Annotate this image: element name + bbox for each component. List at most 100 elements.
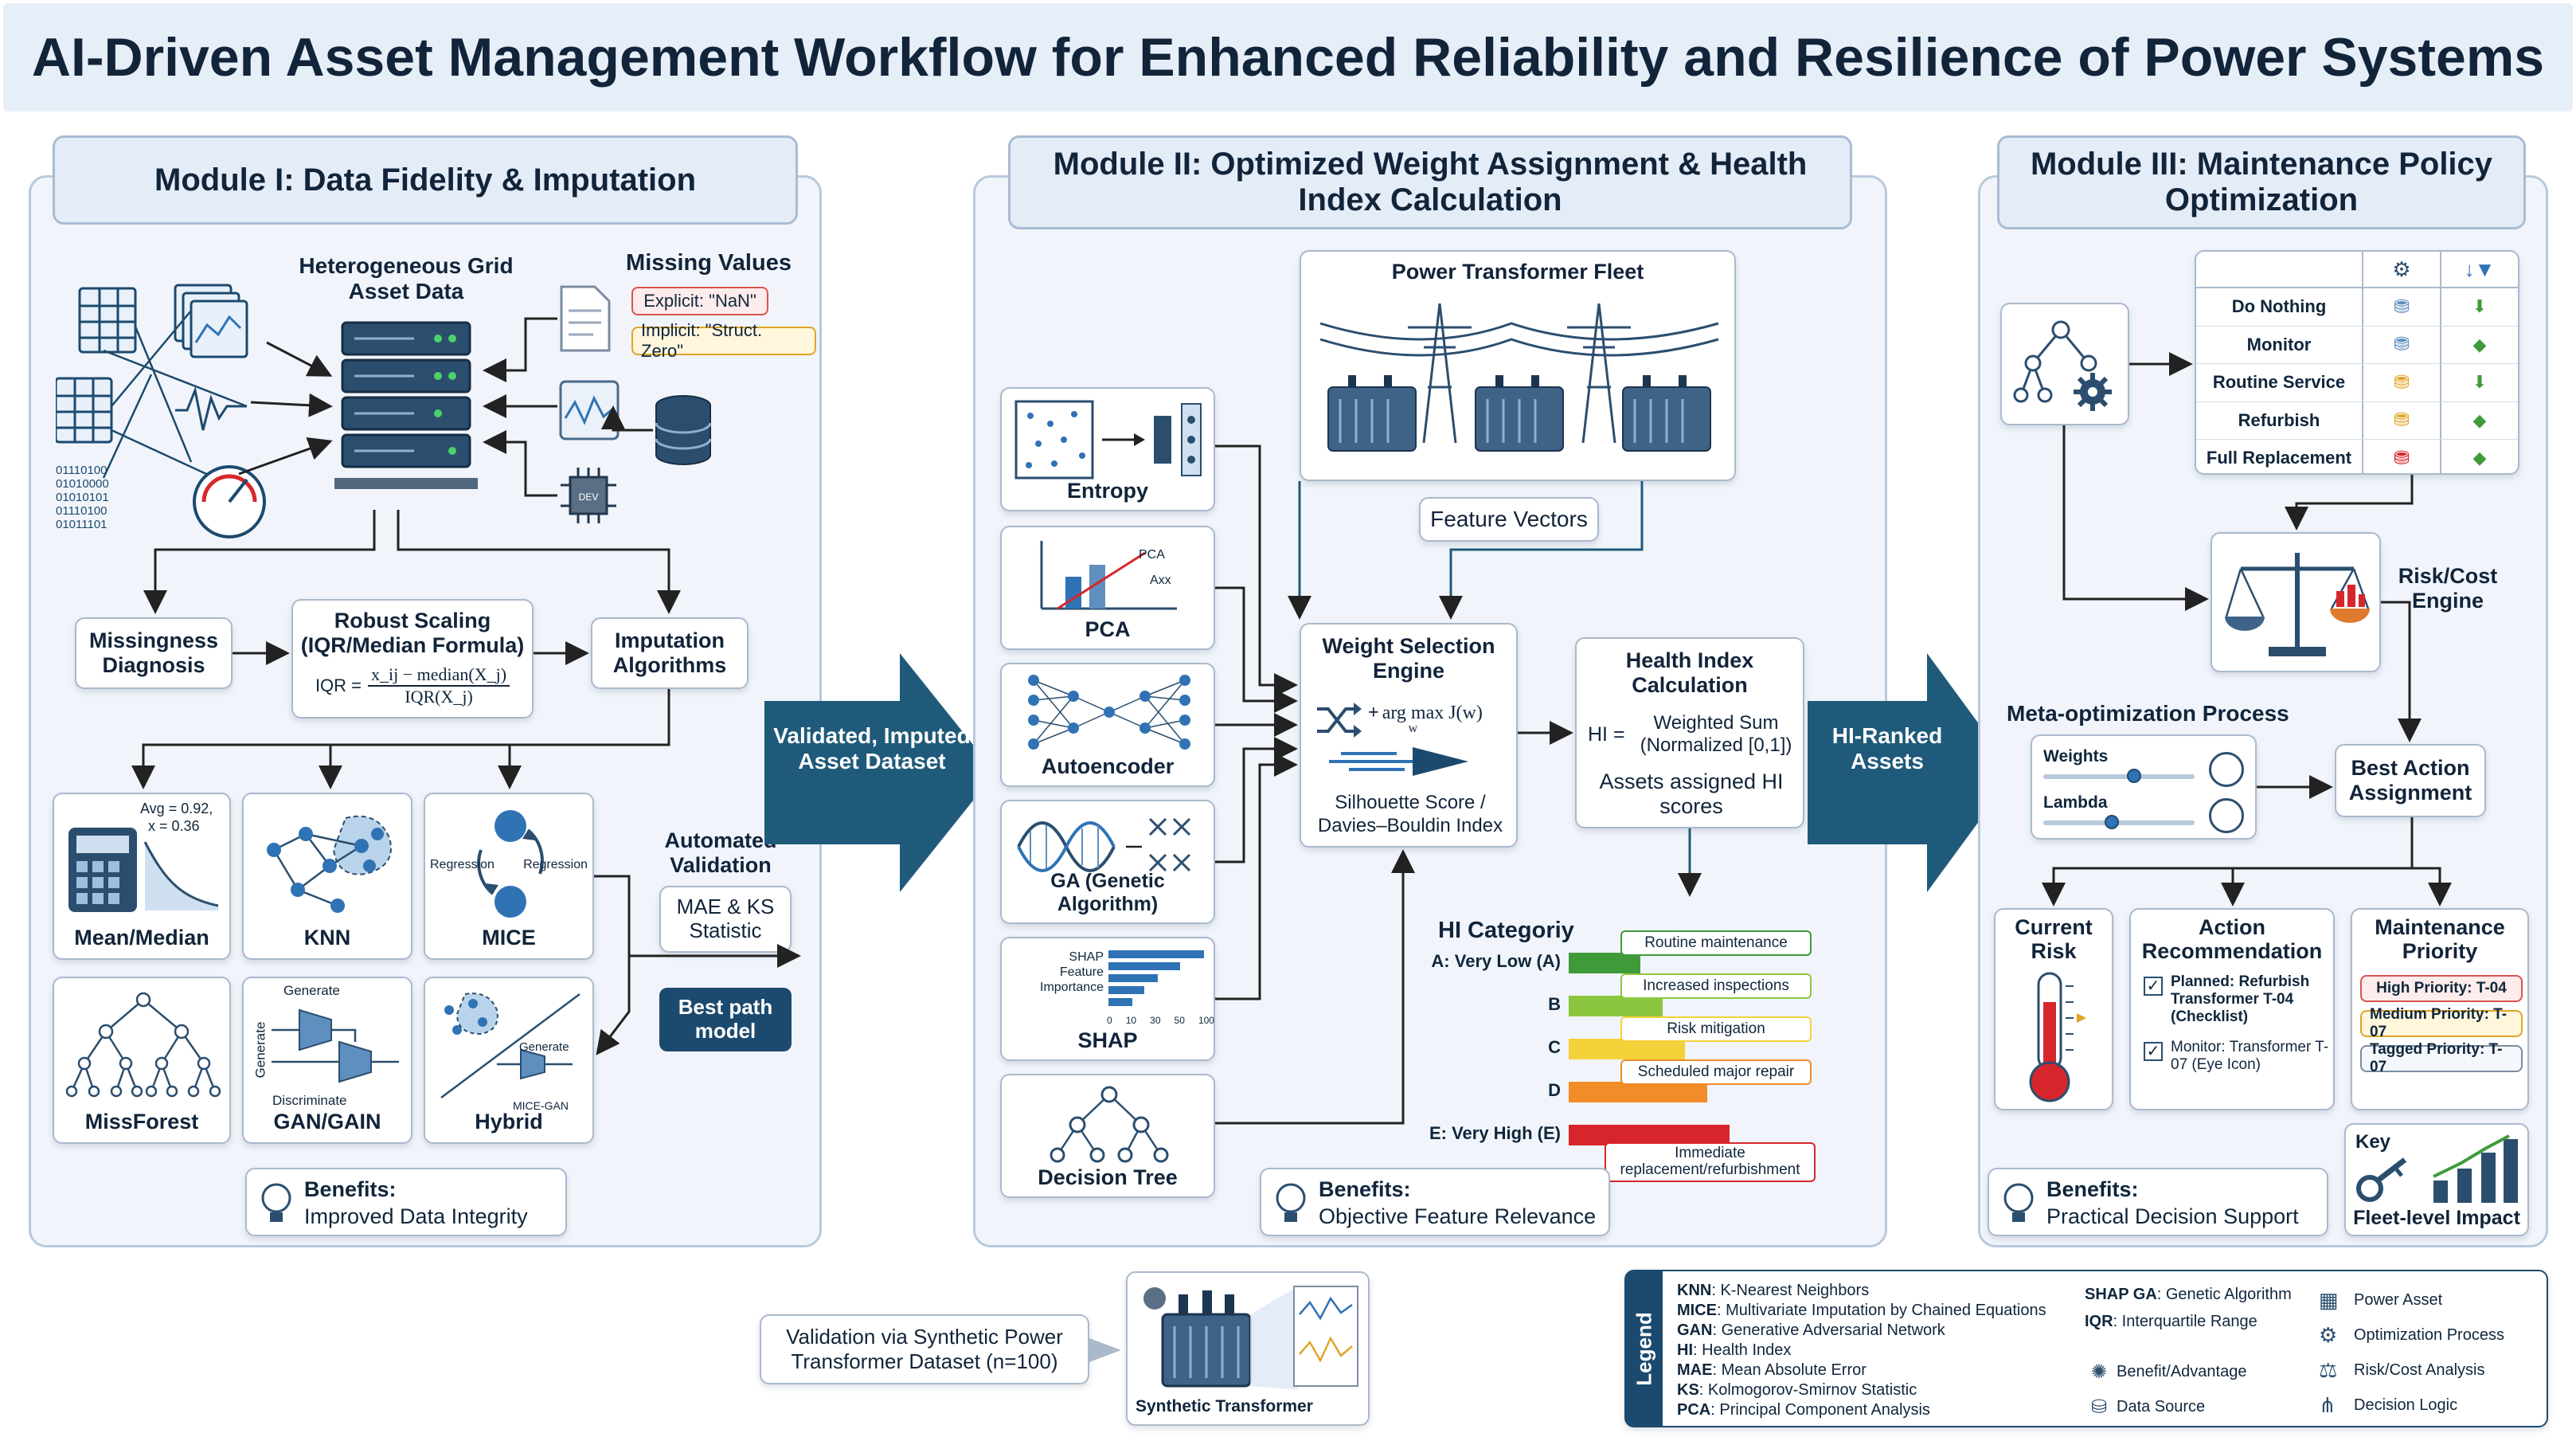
- current-risk-title: Current Risk: [2015, 915, 2093, 963]
- module-1-connectors: [131, 317, 801, 1055]
- transformer-fleet-box: Power Transformer Fleet: [1300, 250, 1736, 481]
- hybrid-note-generate: Generate: [519, 1040, 569, 1054]
- mae-ks-box: MAE & KS Statistic: [659, 886, 792, 953]
- document-icon: [560, 285, 611, 352]
- binary-text-3: 01010101: [56, 491, 109, 504]
- cost-coins-icon: ⛃: [2362, 440, 2440, 473]
- slider-track[interactable]: [2043, 815, 2195, 829]
- legend-abbrev-item: GAN: Generative Adversarial Network: [1677, 1321, 1945, 1339]
- binary-text-2: 01010000: [56, 477, 109, 491]
- method-missforest: MissForest: [53, 977, 231, 1144]
- chip-text: DEV: [579, 491, 599, 503]
- hi-action-tag: Immediate replacement/refurbishment: [1605, 1142, 1816, 1182]
- hi-category-title: HI Categoriy: [1438, 918, 1574, 943]
- policy-table-header: ⚙ ↓▼: [2196, 252, 2518, 288]
- benefits-title: Benefits:: [2046, 1177, 2139, 1201]
- dna-icon: [1017, 817, 1191, 872]
- gear-icon: ⚙: [2319, 1322, 2338, 1347]
- gan-network-icon: [272, 1008, 399, 1083]
- cost-coins-icon: ⛃: [2362, 364, 2440, 401]
- weight-method-decision-tree: Decision Tree: [1000, 1074, 1215, 1198]
- risk-cost-scale-card: $: [2211, 532, 2381, 672]
- legend-abbrev-item: KNN: K-Nearest Neighbors: [1677, 1282, 1870, 1299]
- weight-method-autoencoder: Autoencoder: [1000, 663, 1215, 787]
- weight-method-entropy: Entropy: [1000, 387, 1215, 511]
- binary-text-4: 01110100: [56, 504, 107, 518]
- binary-text-5: 01011101: [56, 518, 107, 531]
- action-item-2: Monitor: Transformer T-07 (Eye Icon): [2171, 1039, 2329, 1073]
- hi-grade-bar: [1569, 996, 1663, 1016]
- legend-abbrev-item: MICE: Multivariate Imputation by Chained…: [1677, 1302, 2046, 1319]
- action-checkbox-2[interactable]: ✓: [2144, 1042, 2163, 1061]
- policy-row: Monitor⛃◆: [2196, 326, 2518, 364]
- hi-grade-label: A: Very Low (A): [1431, 951, 1561, 971]
- transformer-fleet-icon: [1319, 303, 1719, 452]
- legend-abbrev-item: HI: Health Index: [1677, 1341, 1792, 1359]
- cost-column-icon: ⚙: [2362, 252, 2440, 287]
- risk-shield-icon: ⬇: [2440, 364, 2518, 401]
- benefits-module-2: Benefits: Objective Feature Relevance: [1260, 1168, 1610, 1236]
- page-title: AI-Driven Asset Management Workflow for …: [3, 3, 2573, 112]
- module-3-connectors: [2042, 352, 2452, 906]
- risk-shield-icon: ⬇: [2440, 288, 2518, 326]
- engine-title: Weight Selection Engine: [1322, 634, 1495, 683]
- hi-action-tag: Risk mitigation: [1620, 1016, 1812, 1042]
- mice-note-left: Regression: [430, 858, 494, 871]
- missing-explicit-tag: Explicit: "NaN": [631, 287, 768, 315]
- slider-track[interactable]: [2043, 769, 2195, 783]
- hi-grade-label: B: [1548, 994, 1561, 1014]
- module-2-header: Module II: Optimized Weight Assignment &…: [1008, 135, 1852, 229]
- policy-row: Routine Service ⛃⬇: [2196, 364, 2518, 402]
- automated-validation-title: Automated Validation: [664, 828, 777, 878]
- legend-abbrev-item: PCA: Principal Component Analysis: [1677, 1401, 1930, 1419]
- hi-action-tag: Increased inspections: [1620, 973, 1812, 999]
- method-label: Autoencoder: [1041, 754, 1175, 778]
- benefits-module-1: Benefits: Improved Data Integrity: [245, 1168, 567, 1236]
- slider-thumb[interactable]: [2104, 815, 2119, 829]
- hi-assets-assigned: Assets assigned HI scores: [1599, 769, 1784, 819]
- shap-bars-icon: [1108, 950, 1204, 1006]
- risk-shield-icon: ◆: [2440, 326, 2518, 363]
- gauge-icon: [2209, 798, 2244, 833]
- policy-label: Routine Service: [2212, 372, 2346, 393]
- slider-thumb[interactable]: [2127, 769, 2141, 783]
- method-label: PCA: [1085, 617, 1131, 641]
- engine-score-text: Silhouette Score / Davies–Bouldin Index: [1317, 792, 1503, 836]
- decision-tree-icon: [1050, 1086, 1169, 1163]
- method-label: MICE: [482, 926, 536, 950]
- action-checkbox-1[interactable]: ✓: [2144, 977, 2163, 996]
- policy-rows: Do Nothing⛃⬇Monitor⛃◆Routine Service⛃⬇Re…: [2196, 288, 2518, 473]
- benefits-text: Practical Decision Support: [2046, 1204, 2299, 1228]
- hi-grade-label: D: [1548, 1080, 1561, 1100]
- hi-weighted-sum: Weighted Sum (Normalized [0,1]): [1640, 712, 1792, 756]
- risk-shield-icon: ◆: [2440, 440, 2518, 473]
- method-label: KNN: [303, 926, 351, 950]
- chip-icon: DEV: [561, 468, 616, 523]
- module-3-header: Module III: Maintenance Policy Optimizat…: [1997, 135, 2526, 229]
- entropy-icon: [1014, 400, 1202, 480]
- benefits-text: Objective Feature Relevance: [1319, 1204, 1597, 1228]
- method-knn: KNN: [242, 793, 412, 960]
- policy-table: ⚙ ↓▼ Do Nothing⛃⬇Monitor⛃◆Routine Servic…: [2195, 250, 2519, 475]
- speed-arrow-icon: [1329, 747, 1468, 776]
- legend-title: Legend: [1632, 1311, 1656, 1386]
- cost-coins-icon: ⛃: [2362, 288, 2440, 326]
- method-label: SHAP: [1077, 1028, 1138, 1052]
- synthetic-validation-box: Validation via Synthetic Power Transform…: [760, 1314, 1089, 1384]
- method-gan-gain: Generate Generate Discriminate GAN/GAIN: [242, 977, 412, 1144]
- hi-equation-label: HI =: [1588, 723, 1625, 746]
- hi-grade-bar: [1569, 1039, 1685, 1059]
- key-label: Key: [2355, 1131, 2391, 1153]
- method-label: Mean/Median: [74, 926, 209, 950]
- method-label: Entropy: [1066, 479, 1148, 503]
- database-icon: [655, 395, 712, 465]
- synthetic-transformer-card: Synthetic Transformer: [1126, 1271, 1370, 1426]
- best-path-model-box[interactable]: Best path model: [659, 988, 792, 1051]
- method-label: GA (Genetic Algorithm): [1050, 870, 1165, 915]
- priority-high-tag: High Priority: T-04: [2360, 975, 2523, 1002]
